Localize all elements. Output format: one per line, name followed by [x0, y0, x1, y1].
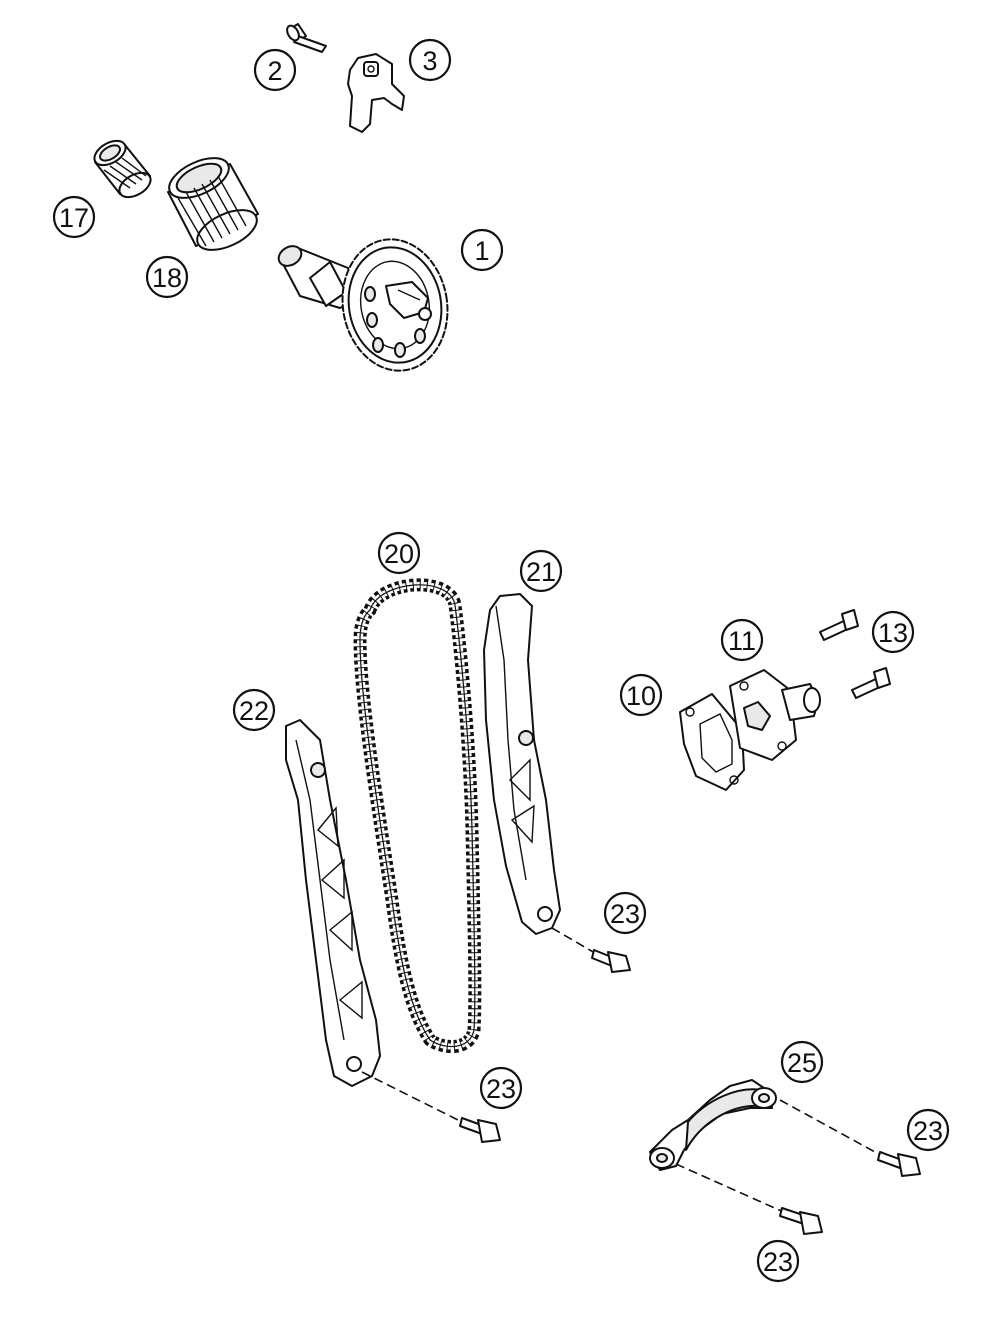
callout-1-label: 1 — [474, 236, 489, 266]
part-25-rail-guide — [649, 1079, 777, 1171]
callout-23-right-upper-label: 23 — [913, 1116, 943, 1146]
callout-23-upper-label: 23 — [610, 899, 640, 929]
callout-21-label: 21 — [526, 557, 556, 587]
callout-10: 10 — [619, 673, 663, 717]
callout-21: 21 — [519, 549, 563, 593]
part-23-screw-right-upper — [779, 1099, 921, 1177]
part-21-chain-guide — [483, 593, 561, 935]
callout-23-lower-left: 23 — [479, 1066, 523, 1110]
part-10-gasket — [679, 693, 745, 791]
callout-23-right-upper: 23 — [906, 1108, 950, 1152]
part-20-timing-chain — [353, 578, 482, 1053]
callout-17: 17 — [52, 195, 96, 239]
callout-20-label: 20 — [384, 539, 414, 569]
callout-10-label: 10 — [626, 681, 656, 711]
part-18-bearing-ring — [167, 157, 259, 251]
callout-11-label: 11 — [728, 626, 756, 656]
callout-23-right-lower: 23 — [756, 1239, 800, 1283]
callout-23-lower-left-label: 23 — [486, 1074, 516, 1104]
part-13-screws — [819, 609, 891, 699]
callout-25-label: 25 — [787, 1048, 817, 1078]
callout-13-label: 13 — [878, 618, 908, 648]
part-22-chain-guide — [285, 719, 381, 1087]
part-17-needle-bearing — [93, 139, 152, 199]
callout-18: 18 — [145, 255, 189, 299]
part-1-camshaft-sprocket — [277, 238, 449, 372]
part-23-screw-upper — [551, 927, 631, 973]
callout-2-label: 2 — [267, 56, 282, 86]
callout-23-right-lower-label: 23 — [763, 1247, 793, 1277]
callout-3: 3 — [408, 38, 452, 82]
callout-22-label: 22 — [239, 696, 269, 726]
callout-23-upper: 23 — [603, 891, 647, 935]
part-23-screw-lower-left — [361, 1071, 501, 1143]
callout-22: 22 — [232, 688, 276, 732]
callout-18-label: 18 — [152, 263, 182, 293]
part-11-chain-tensioner — [729, 669, 821, 761]
callout-25: 25 — [780, 1040, 824, 1084]
callout-11: 11 — [720, 618, 764, 662]
part-3-bracket — [347, 53, 405, 133]
callout-3-label: 3 — [422, 46, 437, 76]
part-2-screw — [286, 23, 327, 53]
callout-13: 13 — [871, 610, 915, 654]
callout-1: 1 — [460, 228, 504, 272]
callout-2: 2 — [253, 48, 297, 92]
callout-20: 20 — [377, 531, 421, 575]
callout-17-label: 17 — [59, 203, 89, 233]
part-23-screw-right-lower — [675, 1163, 823, 1235]
